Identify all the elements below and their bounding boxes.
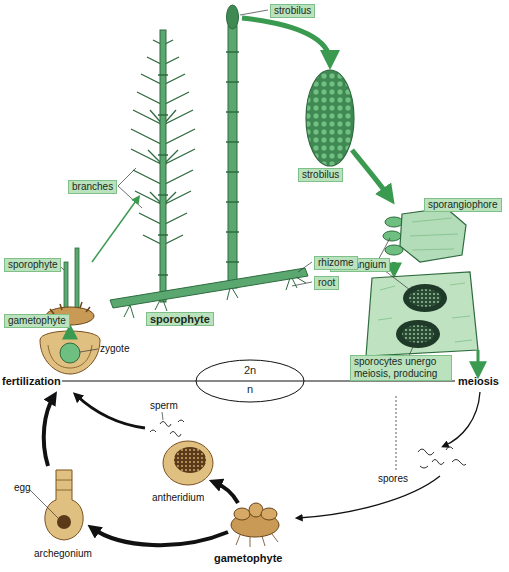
label-text: sporangiophore [428,199,498,211]
green-arrow [352,150,390,198]
label-text: sporocytes unergo meiosis, producing [354,356,448,380]
archegonium-wall [45,470,83,540]
diagram-label: meiosis [458,375,499,387]
antheridium-wall [163,441,213,485]
archegonium-shape [45,470,83,540]
sporangiophore-plate [400,208,466,262]
black-arrow [76,395,145,428]
label-box: strobilus [298,168,343,182]
black-arrow [214,482,238,503]
rhizome-shape [110,268,308,308]
sporangium-wall [403,284,447,312]
green-arrow [242,18,330,62]
sporangium-sac [383,231,401,241]
label-box: rhizome [314,256,358,270]
label-text: root [318,277,335,289]
archegonium-wall [40,331,100,374]
neck-cells [56,480,72,490]
sporangium-section [366,272,478,356]
tissue-cells [378,283,472,342]
leader-lines [162,412,163,420]
ploidy-ellipse: 2n n [195,359,305,403]
green-arrow [477,350,480,372]
fertile-stem [228,26,237,288]
young-shoot [75,248,79,312]
sperm-shape [150,420,184,437]
diagram-label: egg [14,482,31,494]
label-box: sporophyte [4,258,61,272]
leader-lines [80,349,98,352]
plate-texture [410,218,458,250]
sporangium-wall [396,320,440,348]
diagram-label: zygote [100,343,129,355]
black-arrow [44,396,54,466]
zygote-cell [60,343,80,363]
label-text: sporophyte [8,259,57,271]
label-text: strobilus [274,5,311,17]
young-shoot [64,262,68,312]
leader-lines [118,10,312,286]
spores-shape [418,447,466,468]
label-box: sporophyte [146,312,214,326]
label-box: strobilus [270,4,315,18]
label-text: sporophyte [150,313,210,325]
thallus-lobe [261,508,277,520]
label-box: root [314,276,339,290]
label-box: branches [68,180,117,194]
label-text: 2n [195,364,305,376]
sporophyte-plant [110,5,308,318]
leader-lines [58,264,70,320]
sporocytes-shape [409,289,441,307]
diagram-label: archegonium [34,548,92,560]
label-box: sporocytes unergo meiosis, producing [350,355,452,381]
diagram-label: gametophyte [214,552,282,564]
black-arrow [444,392,480,446]
sporangiophore-shape [383,208,466,262]
vegetative-stem [160,30,166,302]
diagram-label: sperm [150,400,178,412]
diagram-label: antheridium [152,492,204,504]
label-text: n [195,383,305,395]
label-text: gametophyte [8,315,66,327]
diagram-label: spores [378,473,408,485]
green-arrow [68,330,72,338]
black-arrow [92,528,228,545]
stem-nodes [158,52,239,275]
dotted-leader [396,396,397,470]
gametophyte-lobes [50,302,90,314]
leader-lines [30,490,58,518]
stem-strobilus [227,5,239,29]
leader-lines [376,238,416,358]
egg-cell [57,515,71,529]
gametophyte-shape [231,503,279,547]
sporocytes-shape [402,325,434,343]
label-box: gametophyte [4,314,70,328]
sperm-cells [174,447,206,473]
sporangium-sac [385,217,403,227]
green-arrow [392,262,396,272]
thallus-lobe [234,508,250,520]
green-arrow [92,198,138,262]
label-box: sporangiophore [424,198,502,212]
antheridium-shape [163,441,213,485]
tissue-panel [366,272,478,356]
zygote-archegonium [40,331,100,374]
ellipse-shape [196,360,304,402]
strobilus-cone [306,70,354,166]
label-text: rhizome [318,257,354,269]
label-text: strobilus [302,169,339,181]
label-text: branches [72,181,113,193]
diagram-label: fertilization [2,375,61,387]
black-arrow [298,476,440,518]
